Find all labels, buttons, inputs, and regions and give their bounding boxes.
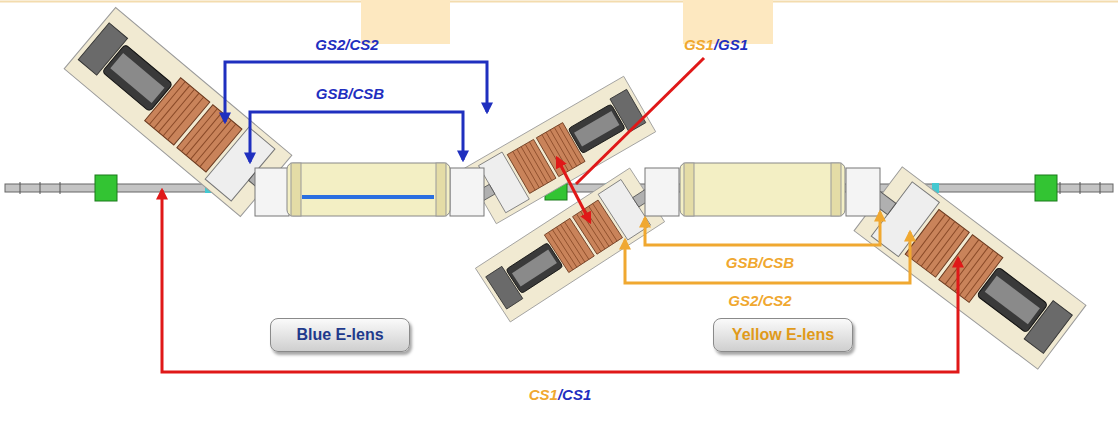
- label-part: GSB: [316, 85, 349, 102]
- label-part: GS2: [728, 292, 758, 309]
- label-part: /CS1: [558, 386, 591, 403]
- label-part: /CSB: [758, 254, 794, 271]
- label-part: /CS2: [758, 292, 791, 309]
- label-part: /CS2: [345, 36, 378, 53]
- signal-pair-label: GSB/CSB: [726, 254, 794, 271]
- lens-name-box: Yellow E-lens: [713, 318, 853, 352]
- label-part: GS2: [315, 36, 345, 53]
- signal-pair-label: GS1/GS1: [684, 36, 748, 53]
- label-part: GSB: [726, 254, 759, 271]
- signal-pair-label: GSB/CSB: [316, 85, 384, 102]
- lens-name-box: Blue E-lens: [270, 318, 410, 352]
- label-part: /GS1: [714, 36, 748, 53]
- label-part: /CSB: [348, 85, 384, 102]
- lens-name: Blue E-lens: [296, 326, 383, 344]
- label-part: GS1: [684, 36, 714, 53]
- signal-pair-label: GS2/CS2: [315, 36, 378, 53]
- signal-pair-label: CS1/CS1: [529, 386, 592, 403]
- lens-name: Yellow E-lens: [732, 326, 834, 344]
- signal-pair-label: GS2/CS2: [728, 292, 791, 309]
- label-part: CS1: [529, 386, 558, 403]
